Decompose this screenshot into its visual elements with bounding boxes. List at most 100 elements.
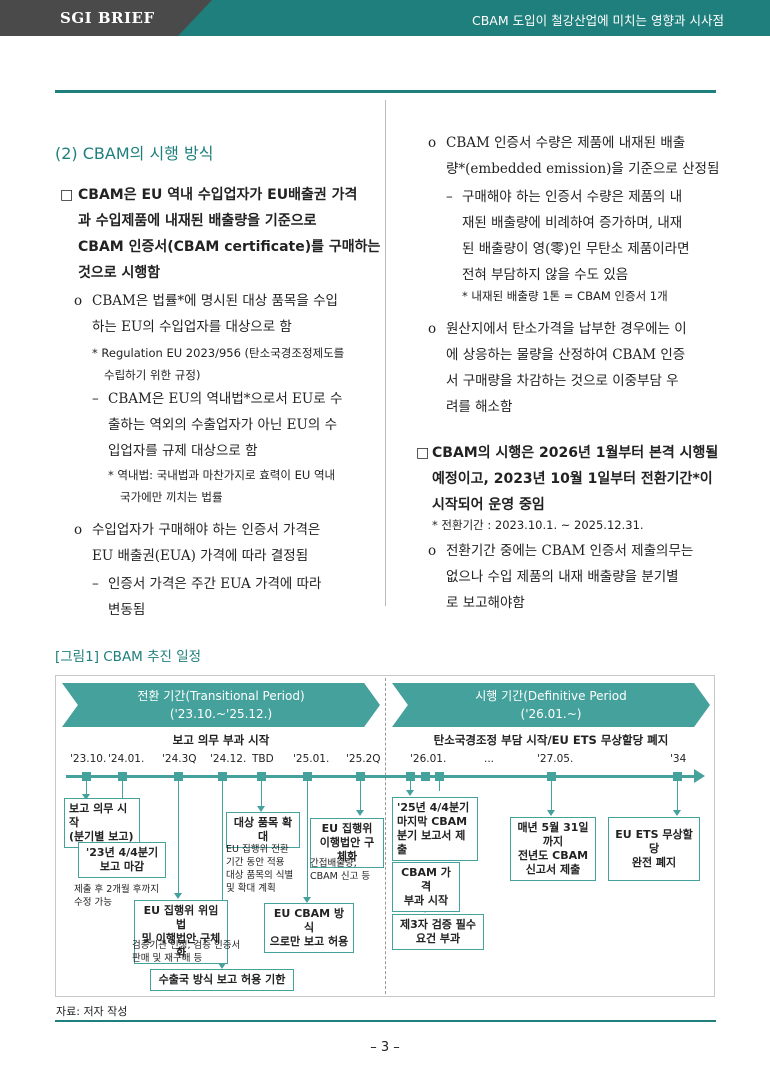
- dash-mark: –: [92, 391, 99, 407]
- header-brand: SGI BRIEF: [60, 9, 155, 27]
- bottom-rule: [55, 1020, 716, 1022]
- figure-source: 자료: 저자 작성: [56, 1005, 128, 1018]
- text-line: CBAM은 법률*에 명시된 대상 품목을 수입: [92, 293, 338, 309]
- milestone-box: 보고 의무 시작 (분기별 보고): [64, 798, 140, 848]
- connector: [307, 781, 308, 897]
- page-number: – 3 –: [370, 1040, 400, 1055]
- timeline-marker: [547, 772, 556, 781]
- text-line: 된 배출량이 영(零)인 무탄소 제품이라면: [462, 241, 690, 257]
- timeline-date: TBD: [252, 753, 274, 765]
- timeline-marker: [82, 772, 91, 781]
- timeline-date: ...: [484, 753, 495, 765]
- connector-arrow: [547, 810, 555, 816]
- box-mark: □: [416, 445, 430, 461]
- figure-title: [그림1] CBAM 추진 일정: [55, 649, 202, 665]
- text-line: CBAM 인증서 수량은 제품에 내재된 배출: [446, 135, 686, 151]
- milestone-note: 간접배출량, CBAM 신고 등: [310, 858, 371, 882]
- phase-separator: [385, 678, 386, 994]
- bullet-paragraph: 수입업자가 구매해야 하는 인증서 가격은 EU 배출권(EUA) 가격에 따라…: [92, 517, 320, 569]
- phase-subheading-1: 보고 의무 부과 시작: [172, 733, 270, 747]
- header-title: CBAM 도입이 철강산업에 미치는 영향과 시사점: [471, 13, 724, 28]
- milestone-box: 매년 5월 31일까지 전년도 CBAM 신고서 제출: [510, 817, 596, 881]
- phase-banner-transitional: 전환 기간(Transitional Period) ('23.10.~'25.…: [62, 683, 380, 727]
- connector-arrow: [174, 893, 182, 899]
- milestone-note: 제출 후 2개월 후까지 수정 가능: [74, 884, 160, 908]
- connector: [86, 781, 87, 795]
- text-line: 수립하기 위한 규정): [104, 368, 201, 382]
- text-line: 에 상응하는 물량을 산정하여 CBAM 인증: [446, 347, 686, 363]
- text-line: 구매해야 하는 인증서 수량은 제품의 내: [462, 189, 683, 205]
- box-paragraph-2: CBAM의 시행은 2026년 1월부터 본격 시행될 예정이고, 2023년 …: [432, 440, 718, 518]
- footnote: * 역내법: 국내법과 마찬가지로 효력이 EU 역내 국가에만 끼치는 법률: [108, 464, 335, 508]
- connector: [261, 781, 262, 807]
- text-line: 예정이고, 2023년 10월 1일부터 전환기간*이: [432, 471, 713, 487]
- dash-mark: –: [446, 189, 453, 205]
- timeline-marker: [303, 772, 312, 781]
- bullet-paragraph: 원산지에서 탄소가격을 납부한 경우에는 이 에 상응하는 물량을 산정하여 C…: [446, 316, 687, 420]
- connector: [178, 781, 179, 893]
- connector-arrow: [82, 794, 90, 800]
- text-line: 로 보고해야함: [446, 595, 525, 611]
- milestone-box: EU CBAM 방식 으로만 보고 허용: [264, 903, 354, 953]
- connector: [677, 781, 678, 811]
- timeline-marker: [174, 772, 183, 781]
- text-line: 없으나 수입 제품의 내재 배출량을 분기별: [446, 569, 679, 585]
- text-line: 시작되어 운영 중임: [432, 497, 545, 513]
- text-line: 원산지에서 탄소가격을 납부한 경우에는 이: [446, 321, 687, 337]
- timeline-date: '24.01.: [108, 753, 145, 765]
- milestone-box: EU ETS 무상할당 완전 폐지: [608, 817, 700, 881]
- banner-line: 시행 기간(Definitive Period: [475, 689, 627, 703]
- box-mark: □: [60, 187, 74, 203]
- connector-arrow: [303, 897, 311, 903]
- footnote: * 전환기간 : 2023.10.1. ~ 2025.12.31.: [432, 518, 644, 532]
- text-line: 수입업자가 구매해야 하는 인증서 가격은: [92, 522, 321, 538]
- text-line: 과 수입제품에 내재된 배출량을 기준으로: [78, 213, 317, 229]
- bullet-mark: o: [428, 135, 437, 151]
- connector: [410, 781, 411, 791]
- timeline-marker: [257, 772, 266, 781]
- timeline-marker: [118, 772, 127, 781]
- bullet-paragraph: 전환기간 중에는 CBAM 인증서 제출의무는 없으나 수입 제품의 내재 배출…: [446, 538, 693, 616]
- timeline-axis: [66, 775, 696, 778]
- milestone-box: '23년 4/4분기 보고 마감: [78, 842, 166, 878]
- text-line: 전혀 부담하지 않을 수도 있음: [462, 267, 629, 283]
- bullet-mark: o: [74, 293, 83, 309]
- text-line: 입업자를 규제 대상으로 함: [108, 443, 258, 459]
- milestone-note: 검증기관 인정, 검증 인증서 판매 및 재구매 등: [132, 940, 241, 964]
- timeline-date: '25.01.: [293, 753, 330, 765]
- text-line: CBAM의 시행은 2026년 1월부터 본격 시행될: [432, 445, 719, 461]
- figure-frame: [55, 675, 715, 997]
- dash-paragraph: CBAM은 EU의 역내법*으로서 EU로 수 출하는 역외의 수출업자가 아닌…: [108, 386, 342, 464]
- page-header: SGI BRIEF CBAM 도입이 철강산업에 미치는 영향과 시사점: [0, 0, 770, 36]
- timeline-date: '26.01.: [410, 753, 447, 765]
- bullet-paragraph: CBAM 인증서 수량은 제품에 내재된 배출 량*(embedded emis…: [446, 130, 719, 182]
- text-line: 서 구매량을 차감하는 것으로 이중부담 우: [446, 373, 679, 389]
- timeline-date: '25.2Q: [346, 753, 381, 765]
- timeline-marker: [218, 772, 227, 781]
- text-line: * Regulation EU 2023/956 (탄소국경조정제도를: [92, 346, 345, 360]
- milestone-box: 대상 품목 확대: [226, 812, 300, 848]
- text-line: 하는 EU의 수입업자를 대상으로 함: [92, 319, 292, 335]
- text-line: 것으로 시행함: [78, 265, 161, 281]
- top-rule: [55, 90, 716, 93]
- banner-line: ('26.01.~): [520, 707, 582, 721]
- milestone-box: CBAM 가격 부과 시작: [392, 862, 460, 912]
- footnote: * Regulation EU 2023/956 (탄소국경조정제도를 수립하기…: [92, 342, 344, 386]
- bullet-mark: o: [428, 543, 437, 559]
- milestone-box: EU 집행위 위임법 및 이행법안 구체화: [134, 900, 228, 964]
- connector-arrow: [356, 810, 364, 816]
- timeline-date: '24.12.: [210, 753, 247, 765]
- timeline-marker: [435, 772, 444, 781]
- text-line: EU 배출권(EUA) 가격에 따라 결정됨: [92, 548, 309, 564]
- section-title: (2) CBAM의 시행 방식: [55, 144, 214, 163]
- header-brand-tab: [0, 0, 212, 36]
- text-line: CBAM 인증서(CBAM certificate)를 구매하는: [78, 239, 381, 255]
- text-line: 려를 해소함: [446, 399, 513, 415]
- banner-line: 전환 기간(Transitional Period): [137, 689, 305, 703]
- connector: [222, 781, 223, 963]
- text-line: 전환기간 중에는 CBAM 인증서 제출의무는: [446, 543, 694, 559]
- timeline-date: '34: [670, 753, 687, 765]
- text-line: 량*(embedded emission)을 기준으로 산정됨: [446, 161, 720, 177]
- milestone-box: '25년 4/4분기 마지막 CBAM 분기 보고서 제출: [392, 797, 478, 861]
- timeline-marker: [673, 772, 682, 781]
